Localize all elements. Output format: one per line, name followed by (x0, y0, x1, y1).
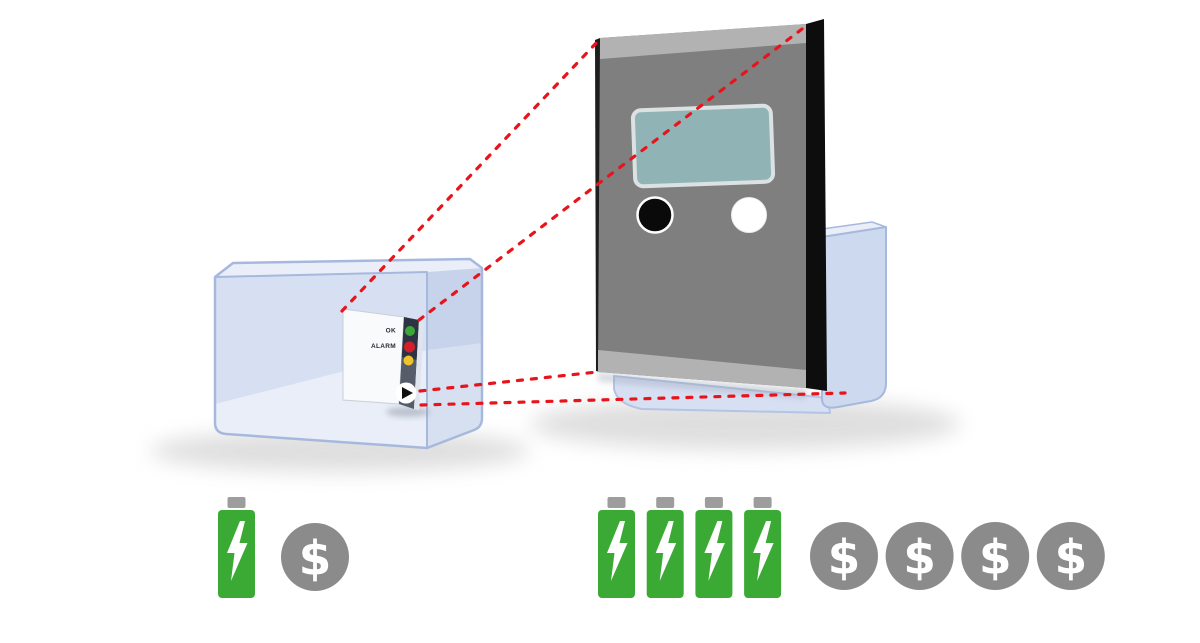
battery-icon (744, 497, 782, 598)
black-button (636, 196, 674, 234)
battery-icon (598, 497, 635, 598)
battery-group-left (218, 497, 255, 598)
panel-shadow (386, 407, 430, 417)
battery-icon (218, 497, 255, 598)
housing-right-front-face (821, 226, 887, 409)
panel-front-face (598, 24, 806, 388)
battery-icon (646, 497, 684, 598)
led-alarm (404, 341, 415, 353)
led-ok (405, 326, 415, 336)
housing-left-side-reflection (427, 343, 482, 448)
control-panel-small: OK ALARM (342, 308, 430, 417)
zoom-connector-lines (340, 24, 847, 407)
lcd-screen (630, 103, 776, 189)
zoom-line-bottom-left (418, 370, 599, 393)
battery-icon (695, 497, 733, 598)
zoom-line-bottom-right (419, 391, 847, 407)
tray-shadow (598, 372, 806, 399)
panel-faceplate (342, 308, 405, 405)
panel-side-strip (806, 19, 827, 391)
led-label-alarm: ALARM (371, 343, 396, 350)
play-icon (402, 387, 413, 399)
monitor-housing-right (598, 221, 887, 414)
housing-left-edges (214, 271, 428, 448)
zoom-line-top-right (417, 24, 808, 322)
led-label-ok: OK (386, 328, 396, 335)
coin-icon (1036, 522, 1105, 590)
battery-group-right (598, 497, 782, 598)
coin-group-right (810, 522, 1105, 590)
coin-group-left (281, 523, 349, 591)
led-status (403, 355, 414, 366)
coin-icon (810, 522, 878, 590)
coin-icon (885, 522, 954, 590)
coin-icon (281, 523, 349, 591)
led-strip-edge (414, 320, 424, 410)
panel-bottom-band (598, 350, 806, 388)
panel-top-band (600, 24, 806, 59)
housing-left-outline (213, 257, 484, 450)
shadow-right (530, 398, 960, 450)
device-panel-zoomed (595, 19, 827, 391)
coin-icon (961, 522, 1030, 590)
white-button (731, 197, 767, 233)
zoom-line-top-left (340, 37, 602, 313)
housing-left-top-face (215, 259, 482, 277)
